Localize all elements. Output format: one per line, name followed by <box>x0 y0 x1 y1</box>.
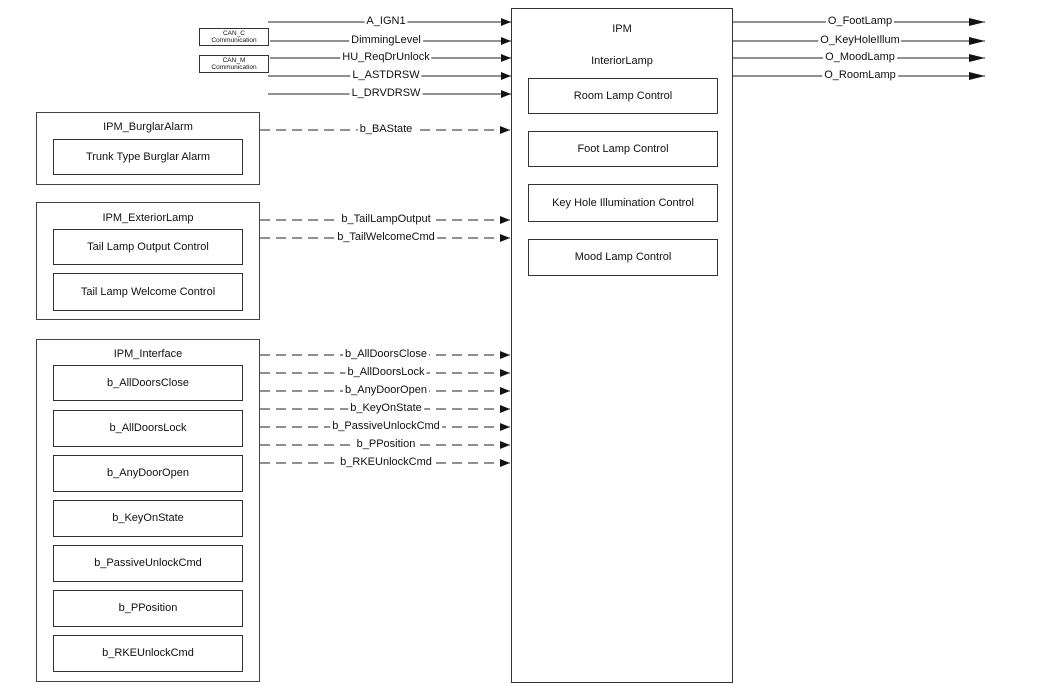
ipm-exterior-lamp-block: IPM_ExteriorLamp Tail Lamp Output Contro… <box>36 202 260 320</box>
interface-item-alldoorslock: b_AllDoorsLock <box>53 410 243 447</box>
exterior-lamp-title: IPM_ExteriorLamp <box>102 212 194 224</box>
signal-label-dimming-level: DimmingLevel <box>349 34 423 47</box>
ipm-interior-lamp-block: IPM InteriorLamp Room Lamp Control Foot … <box>511 8 733 683</box>
room-lamp-control-box: Room Lamp Control <box>528 78 718 114</box>
signal-label-b-bastate: b_BAState <box>357 123 415 136</box>
ipm-burglar-alarm-block: IPM_BurglarAlarm Trunk Type Burglar Alar… <box>36 112 260 185</box>
signal-label-b-taillampoutput: b_TailLampOutput <box>339 213 433 226</box>
ipm-title: IPM <box>612 23 632 35</box>
signal-label-o-roomlamp: O_RoomLamp <box>822 69 898 82</box>
tail-lamp-output-control-box: Tail Lamp Output Control <box>53 229 243 265</box>
key-hole-illumination-control-box: Key Hole Illumination Control <box>528 184 718 222</box>
interface-item-keyonstate: b_KeyOnState <box>53 500 243 537</box>
signal-label-b-alldoorsclose: b_AllDoorsClose <box>343 348 429 361</box>
foot-lamp-control-box: Foot Lamp Control <box>528 131 718 167</box>
signal-label-o-moodlamp: O_MoodLamp <box>823 51 897 64</box>
interface-item-anydooropen: b_AnyDoorOpen <box>53 455 243 492</box>
signal-label-o-keyholeillum: O_KeyHoleIllum <box>818 34 902 47</box>
ipm-interface-block: IPM_Interface b_AllDoorsClose b_AllDoors… <box>36 339 260 682</box>
signal-label-b-anydooropen: b_AnyDoorOpen <box>343 384 429 397</box>
signal-label-a-ign1: A_IGN1 <box>364 15 408 28</box>
can-m-communication-box: CAN_M Communication <box>199 55 269 73</box>
signal-label-l-drvdrsw: L_DRVDRSW <box>349 87 423 100</box>
trunk-type-burglar-alarm-box: Trunk Type Burglar Alarm <box>53 139 243 175</box>
interface-item-alldoorsclose: b_AllDoorsClose <box>53 365 243 401</box>
signal-label-b-passiveunlockcmd: b_PassiveUnlockCmd <box>330 420 442 433</box>
interface-item-passiveunlockcmd: b_PassiveUnlockCmd <box>53 545 243 582</box>
can-c-communication-box: CAN_C Communication <box>199 28 269 46</box>
signal-label-b-tailwelcomecmd: b_TailWelcomeCmd <box>335 231 437 244</box>
mood-lamp-control-box: Mood Lamp Control <box>528 239 718 276</box>
burglar-alarm-title: IPM_BurglarAlarm <box>103 121 193 133</box>
signal-label-b-keyonstate: b_KeyOnState <box>348 402 424 415</box>
signal-label-b-alldoorslock: b_AllDoorsLock <box>345 366 427 379</box>
signal-label-hu-reqdrunlock: HU_ReqDrUnlock <box>340 51 432 64</box>
tail-lamp-welcome-control-box: Tail Lamp Welcome Control <box>53 273 243 311</box>
interface-title: IPM_Interface <box>113 348 183 360</box>
signal-label-b-pposition: b_PPosition <box>354 438 418 451</box>
signal-label-b-rkeunlockcmd: b_RKEUnlockCmd <box>338 456 434 469</box>
ipm-subtitle: InteriorLamp <box>591 55 653 67</box>
interface-item-rkeunlockcmd: b_RKEUnlockCmd <box>53 635 243 672</box>
interface-item-pposition: b_PPosition <box>53 590 243 627</box>
signal-label-o-footlamp: O_FootLamp <box>825 15 895 28</box>
signal-label-l-astdrsw: L_ASTDRSW <box>350 69 422 82</box>
